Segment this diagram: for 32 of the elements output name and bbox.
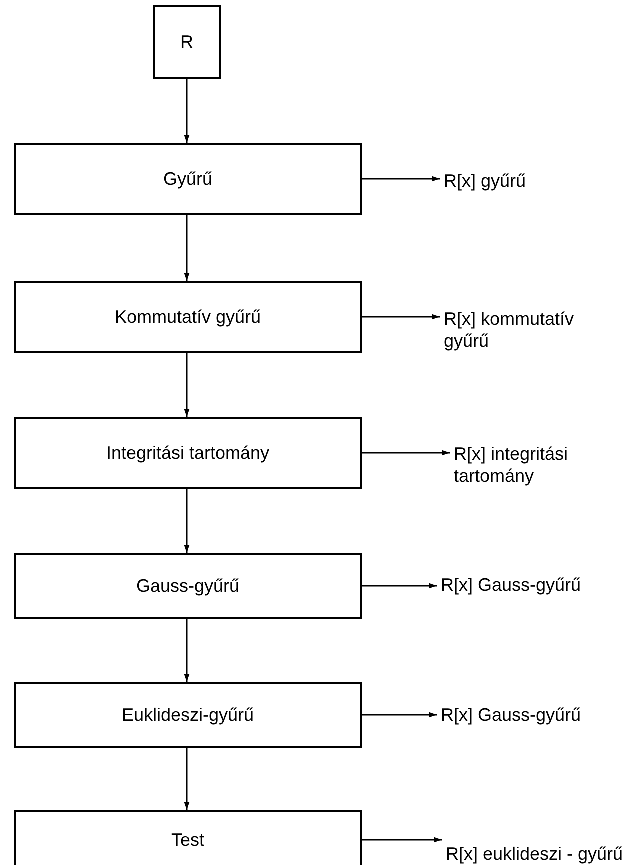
arrow bbox=[184, 489, 190, 553]
arrow bbox=[184, 619, 190, 682]
result-label: R[x] kommutatív gyűrű bbox=[444, 309, 576, 353]
box-label: Integritási tartomány bbox=[106, 442, 270, 464]
box-label: Euklideszi-gyűrű bbox=[122, 704, 254, 726]
box-label: Test bbox=[171, 830, 204, 850]
box-label: Gauss-gyűrű bbox=[136, 576, 240, 596]
arrow bbox=[184, 215, 190, 281]
arrow bbox=[362, 583, 437, 589]
process-box bbox=[14, 682, 362, 748]
box-label: Kommutatív gyűrű bbox=[114, 306, 262, 328]
arrow bbox=[184, 748, 190, 810]
arrow bbox=[362, 314, 440, 320]
arrow bbox=[184, 79, 190, 143]
arrow bbox=[362, 837, 442, 843]
result-label: R[x] integritási tartomány bbox=[454, 444, 570, 488]
arrow bbox=[362, 450, 450, 456]
arrow bbox=[362, 176, 440, 182]
arrow bbox=[184, 353, 190, 417]
result-label: R[x] Gauss-gyűrű bbox=[441, 705, 582, 727]
process-box bbox=[14, 553, 362, 619]
result-label: R[x] euklideszi - gyűrű bbox=[446, 844, 624, 865]
box-label: R bbox=[180, 32, 194, 52]
arrow bbox=[362, 712, 437, 718]
process-box bbox=[14, 417, 362, 489]
process-box bbox=[14, 810, 362, 865]
process-box bbox=[14, 143, 362, 215]
box-label: Gyűrű bbox=[163, 168, 213, 190]
process-box bbox=[153, 5, 221, 79]
process-box bbox=[14, 281, 362, 353]
result-label: R[x] Gauss-gyűrű bbox=[441, 575, 582, 597]
result-label: R[x] gyűrű bbox=[444, 171, 526, 193]
